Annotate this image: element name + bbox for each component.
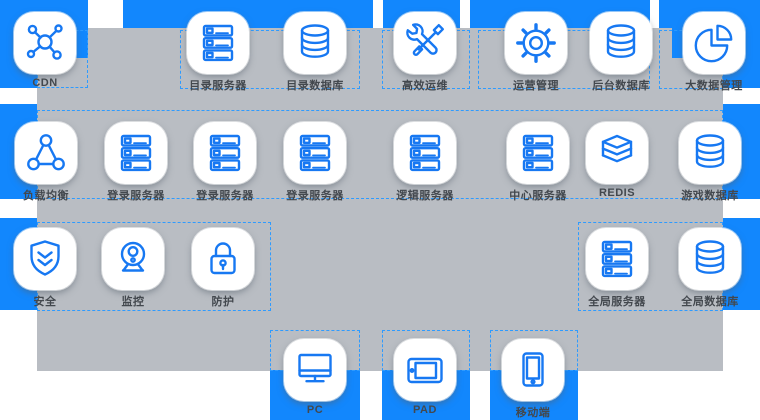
node-label: 目录服务器: [189, 80, 247, 92]
node-label: CDN: [32, 77, 58, 89]
pie-chart-icon: [683, 12, 745, 74]
server-icon: [284, 122, 346, 184]
node-game-database: 游戏数据库: [679, 122, 741, 203]
lock-icon: [192, 228, 254, 290]
node-login-server-2: 登录服务器: [194, 122, 256, 203]
node-security: 安全: [14, 228, 76, 309]
node-label: 逻辑服务器: [396, 190, 454, 202]
node-directory-database: 目录数据库: [284, 12, 346, 93]
node-label: 中心服务器: [509, 190, 567, 202]
database-icon: [284, 12, 346, 74]
node-pc: PC: [284, 339, 346, 416]
node-ops-tools: 高效运维: [394, 12, 456, 93]
node-login-server-3: 登录服务器: [284, 122, 346, 203]
gear-icon: [505, 12, 567, 74]
node-redis: REDIS: [586, 122, 648, 199]
node-label: 登录服务器: [286, 190, 344, 202]
node-label: 全局数据库: [681, 296, 739, 308]
node-label: 大数据管理: [685, 80, 743, 92]
server-icon: [507, 122, 569, 184]
load-balancer-icon: [15, 122, 77, 184]
shield-icon: [14, 228, 76, 290]
diagram-background-panel: [37, 28, 723, 371]
redis-stack-icon: [586, 122, 648, 184]
node-label: PAD: [413, 404, 437, 416]
node-bigdata-management: 大数据管理: [683, 12, 745, 93]
tools-icon: [394, 12, 456, 74]
node-directory-server: 目录服务器: [187, 12, 249, 93]
node-mobile: 移动端: [502, 339, 564, 420]
node-load-balancer: 负载均衡: [15, 122, 77, 203]
node-label: 目录数据库: [286, 80, 344, 92]
database-icon: [679, 122, 741, 184]
phone-icon: [502, 339, 564, 401]
server-icon: [187, 12, 249, 74]
webcam-icon: [102, 228, 164, 290]
node-login-server-1: 登录服务器: [105, 122, 167, 203]
node-label: REDIS: [598, 187, 636, 199]
node-label: 防护: [211, 296, 235, 308]
monitor-icon: [284, 339, 346, 401]
database-icon: [590, 12, 652, 74]
node-center-server: 中心服务器: [507, 122, 569, 203]
node-label: 登录服务器: [107, 190, 165, 202]
node-cdn: CDN: [14, 12, 76, 89]
node-label: 登录服务器: [196, 190, 254, 202]
node-protection: 防护: [192, 228, 254, 309]
database-icon: [679, 228, 741, 290]
node-label: PC: [306, 404, 324, 416]
node-global-server: 全局服务器: [586, 228, 648, 309]
node-label: 安全: [33, 296, 57, 308]
node-monitoring: 监控: [102, 228, 164, 309]
server-icon: [586, 228, 648, 290]
node-backend-database: 后台数据库: [590, 12, 652, 93]
node-logic-server: 逻辑服务器: [394, 122, 456, 203]
node-label: 运营管理: [513, 80, 559, 92]
server-icon: [194, 122, 256, 184]
node-label: 负载均衡: [23, 190, 69, 202]
server-icon: [394, 122, 456, 184]
node-label: 高效运维: [402, 80, 448, 92]
cdn-icon: [14, 12, 76, 74]
group-outline-directory: [180, 30, 360, 89]
node-global-database: 全局数据库: [679, 228, 741, 309]
tablet-icon: [394, 339, 456, 401]
node-label: 全局服务器: [588, 296, 646, 308]
node-label: 后台数据库: [592, 80, 650, 92]
server-icon: [105, 122, 167, 184]
node-label: 游戏数据库: [681, 190, 739, 202]
node-ops-management: 运营管理: [505, 12, 567, 93]
node-label: 监控: [121, 296, 145, 308]
node-label: 移动端: [515, 407, 551, 419]
node-pad: PAD: [394, 339, 456, 416]
